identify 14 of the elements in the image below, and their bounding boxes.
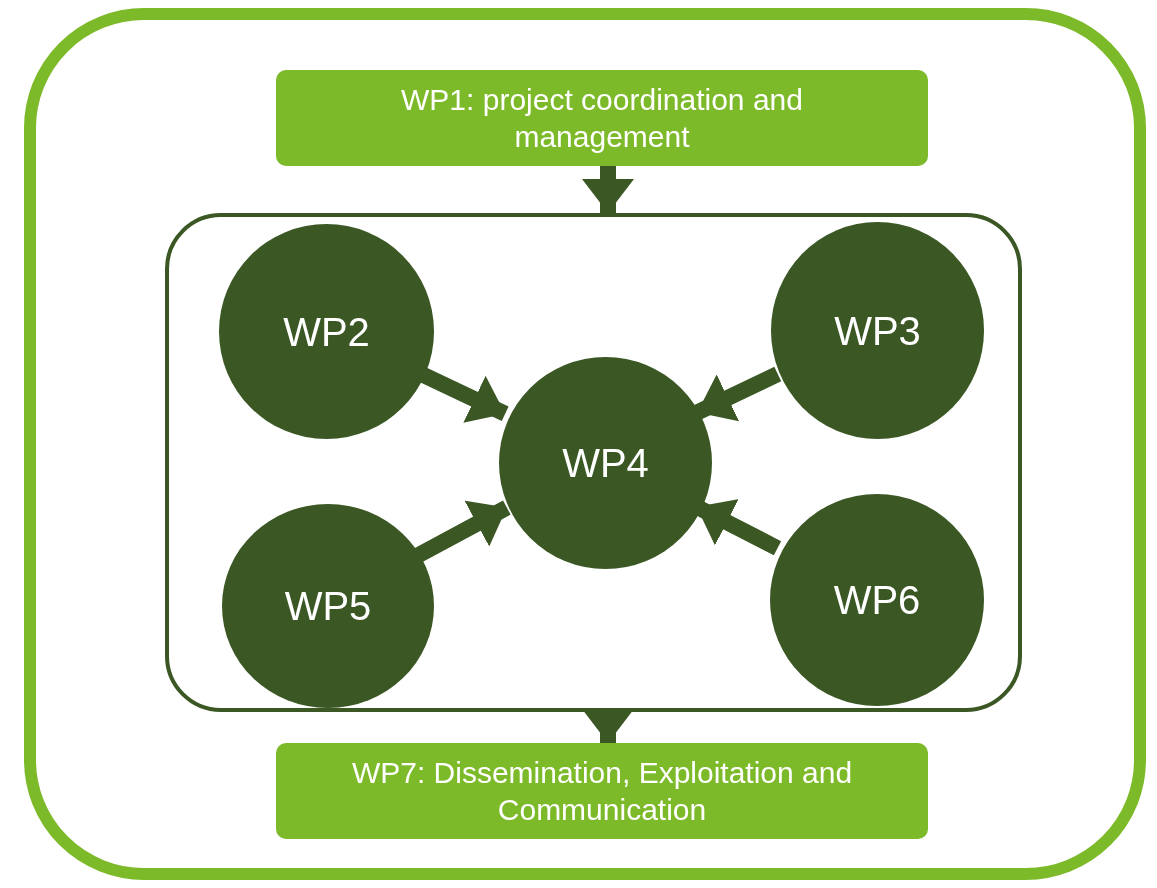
block-arrow — [582, 709, 634, 743]
node-label: WP7: Dissemination, Exploitation and Communication — [350, 754, 854, 828]
block-arrow — [414, 500, 511, 563]
work-package-box — [276, 70, 928, 166]
node-label: WP5 — [284, 583, 372, 630]
node-label: WP6 — [833, 577, 921, 624]
node-label: WP1: project coordination and management — [400, 81, 804, 155]
node-label: WP4 — [562, 440, 649, 487]
node-label: WP2 — [283, 308, 370, 356]
node-label: WP3 — [834, 307, 921, 355]
block-arrow — [582, 166, 634, 213]
group-box — [165, 213, 1022, 712]
work-package-box — [276, 743, 928, 839]
block-arrow — [693, 366, 782, 422]
